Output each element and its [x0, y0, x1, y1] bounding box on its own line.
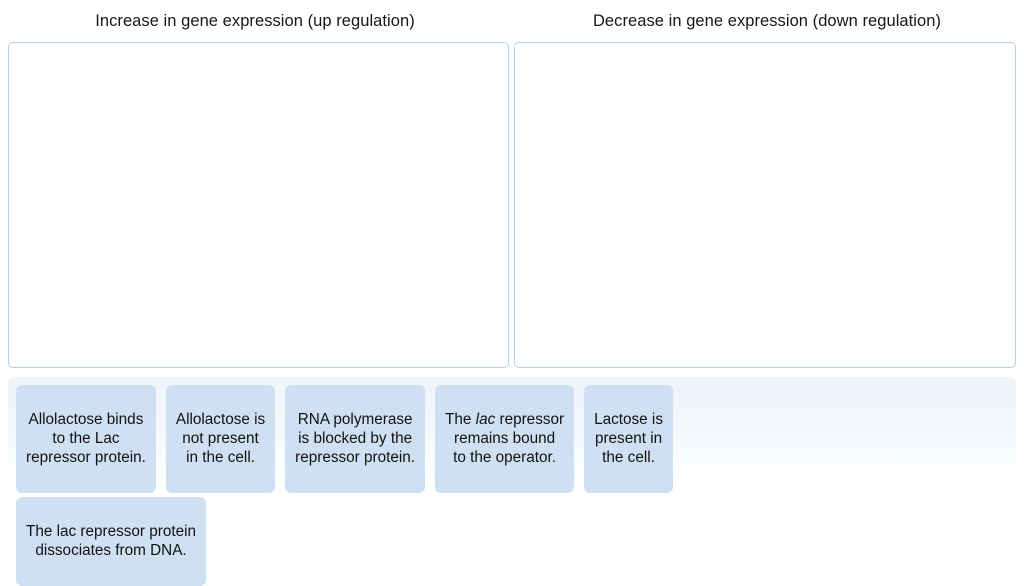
card-label: Allolactose binds to the Lac repressor p…: [26, 411, 146, 466]
answer-bank-row: The lac repressor protein dissociates fr…: [16, 497, 1016, 586]
answer-bank-tray: Allolactose binds to the Lac repressor p…: [8, 377, 1016, 586]
draggable-card-allolactose-binds[interactable]: Allolactose binds to the Lac repressor p…: [16, 385, 156, 493]
dropzone-header-down-regulation: Decrease in gene expression (down regula…: [592, 12, 942, 30]
card-label: Allolactose is not present in the cell.: [175, 411, 266, 466]
draggable-card-lac-repressor-dissociates[interactable]: The lac repressor protein dissociates fr…: [16, 497, 207, 586]
card-label: Lactose is present in the cell.: [594, 411, 663, 466]
draggable-card-allolactose-not-present[interactable]: Allolactose is not present in the cell.: [165, 385, 276, 493]
card-label: The lac repressor remains bound to the o…: [445, 410, 564, 467]
dropzone-up-regulation[interactable]: [8, 42, 509, 368]
card-label-italic-lac: lac: [475, 411, 496, 428]
dropzone-container: [8, 42, 1016, 368]
card-label-post: repressor remains bound to the operator.: [453, 411, 565, 466]
card-label: The lac repressor protein dissociates fr…: [26, 523, 197, 559]
draggable-card-lac-repressor-bound[interactable]: The lac repressor remains bound to the o…: [435, 385, 575, 493]
card-label-pre: The: [445, 411, 476, 428]
dropzone-header-up-regulation: Increase in gene expression (up regulati…: [95, 12, 415, 30]
dropzone-headers: Increase in gene expression (up regulati…: [0, 0, 1024, 44]
draggable-card-rna-polymerase-blocked[interactable]: RNA polymerase is blocked by the repress…: [285, 385, 426, 493]
draggable-card-lactose-present[interactable]: Lactose is present in the cell.: [584, 385, 673, 493]
dropzone-down-regulation[interactable]: [514, 42, 1016, 368]
card-label: RNA polymerase is blocked by the repress…: [295, 411, 416, 466]
answer-bank-row: Allolactose binds to the Lac repressor p…: [16, 385, 1016, 493]
